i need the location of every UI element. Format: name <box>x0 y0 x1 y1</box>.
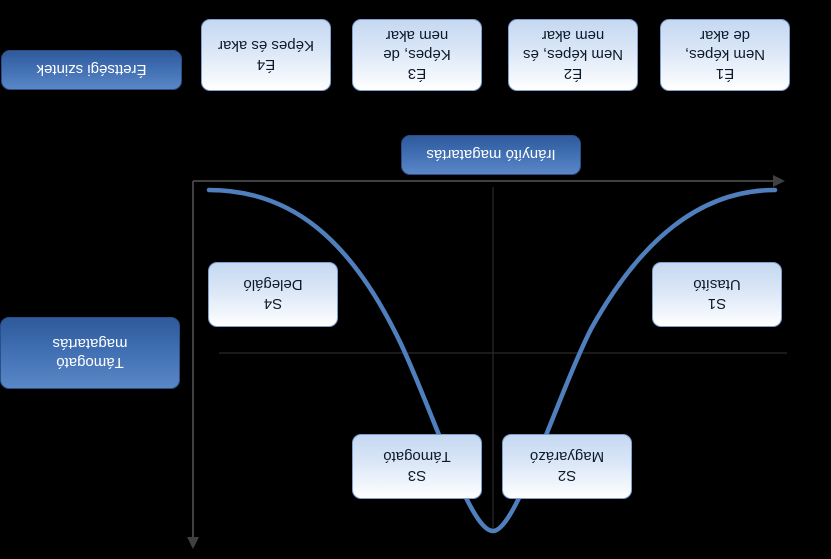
maturity-level-e1: É1 Nem képes, de akar <box>660 19 790 91</box>
maturity-level-e2: É2 Nem képes, és nem akar <box>508 19 638 91</box>
style-name: Magyarázó <box>529 448 605 466</box>
horizontal-axis-arrowhead <box>773 175 785 187</box>
vertical-axis-arrowhead <box>187 537 199 549</box>
maturity-levels-text: Érettségi szintek <box>36 61 147 79</box>
style-name: Támogató <box>383 448 451 466</box>
style-s1-directing: S1 Utasító <box>652 262 782 327</box>
style-code: S4 <box>263 295 283 313</box>
directive-behavior-text: Irányító magatartás <box>426 146 556 164</box>
level-desc-line2: de akar <box>699 27 751 45</box>
directive-behavior-label: Irányító magatartás <box>401 135 581 175</box>
level-desc-line1: Nem képes, <box>684 46 766 64</box>
maturity-level-e3: É3 Képes, de nem akar <box>352 19 482 91</box>
style-code: S1 <box>707 295 727 313</box>
leadership-curve <box>206 187 778 534</box>
style-code: S3 <box>407 467 427 485</box>
level-desc-line2: nem akar <box>385 27 449 45</box>
style-s2-coaching: S2 Magyarázó <box>502 434 632 499</box>
level-desc-line2: nem akar <box>541 27 605 45</box>
style-code: S2 <box>557 467 577 485</box>
style-s3-supporting: S3 Támogató <box>352 434 482 499</box>
level-code: É3 <box>407 65 427 83</box>
level-code: É4 <box>256 56 276 73</box>
supportive-behavior-text-line1: Támogató <box>56 354 124 371</box>
supportive-behavior-label: Támogató magatartás <box>0 317 180 389</box>
style-s4-delegating: S4 Delegáló <box>208 262 338 327</box>
maturity-level-e4: É4 Képes és akar <box>201 19 331 91</box>
supportive-behavior-text-line2: magatartás <box>52 335 128 352</box>
level-desc-line1: Képes és akar <box>218 37 314 54</box>
level-desc-line1: Képes, de <box>383 46 451 64</box>
style-name: Delegáló <box>243 276 303 294</box>
maturity-levels-label: Érettségi szintek <box>1 50 182 90</box>
level-code: É2 <box>563 65 583 83</box>
style-name: Utasító <box>693 276 741 294</box>
level-desc-line1: Nem képes, és <box>522 46 624 64</box>
level-code: É1 <box>715 65 735 83</box>
